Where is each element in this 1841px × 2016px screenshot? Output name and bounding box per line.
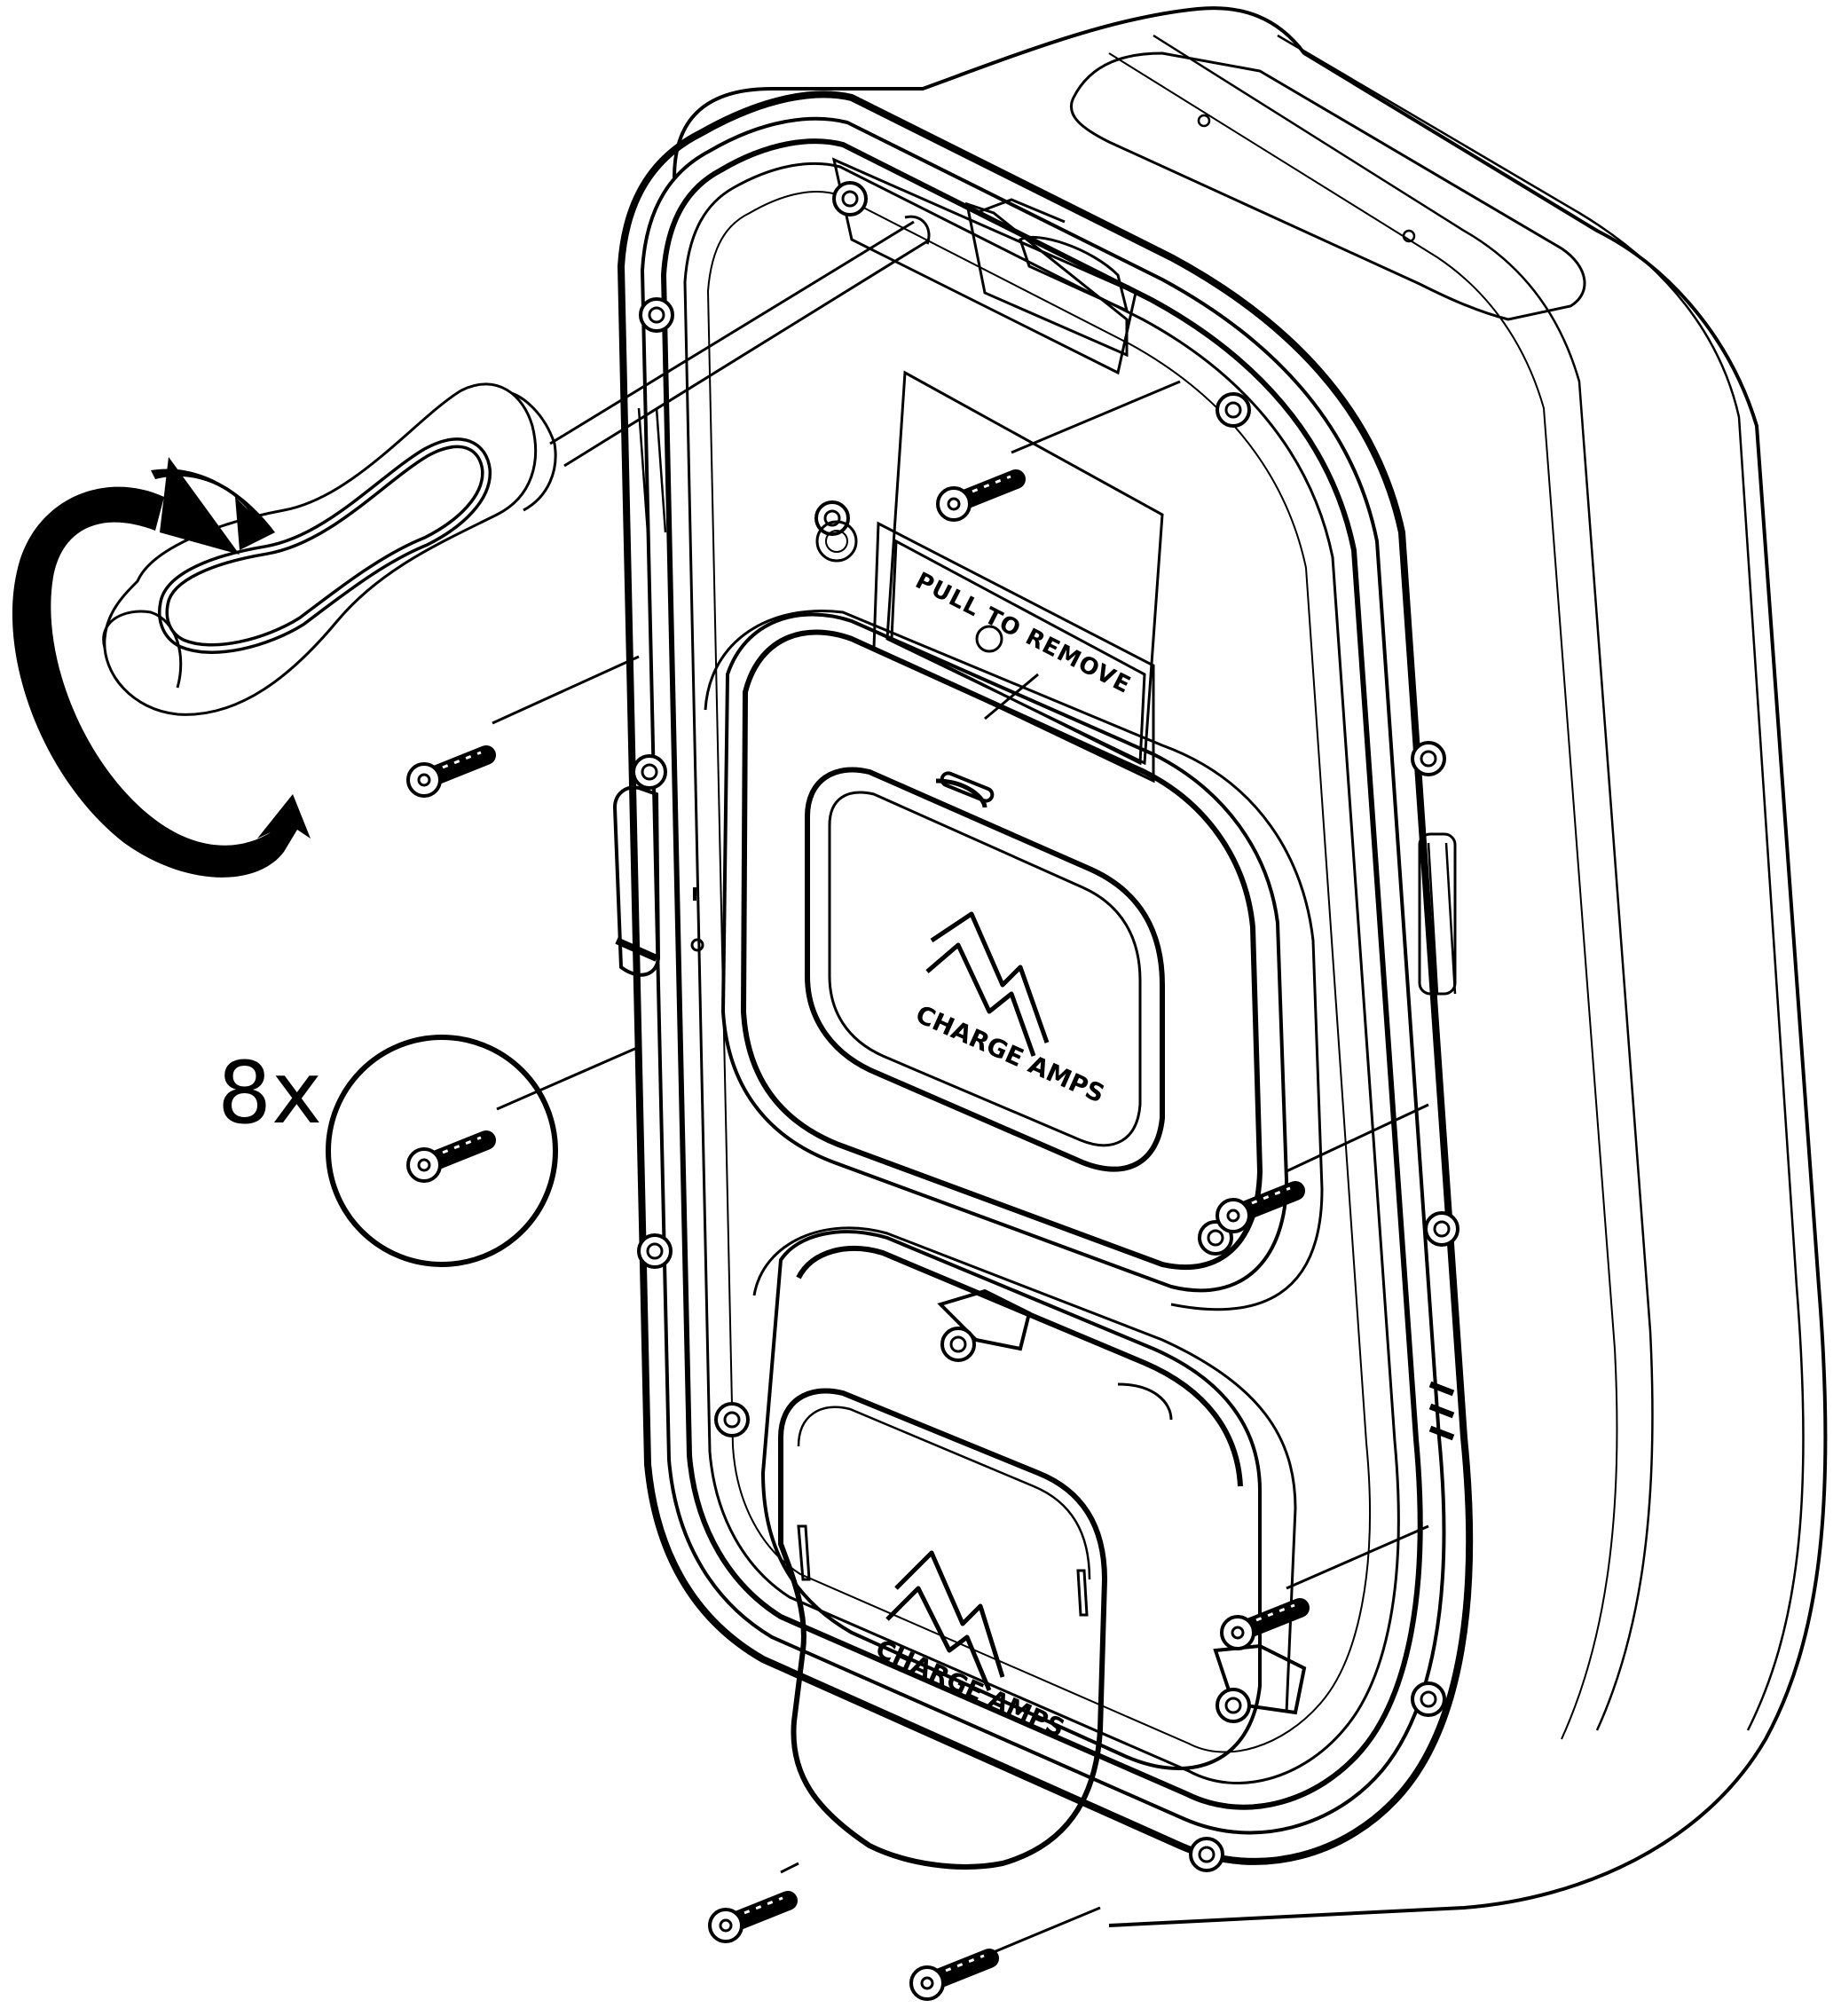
screwdriver-icon [102,215,931,716]
quantity-label: 8x [217,1043,322,1143]
pull-to-remove-tab: PULL TO REMOVE [872,370,1164,784]
charger-front-frame [617,91,1474,1865]
clockwise-arrow-icon [12,457,311,878]
lower-socket: CHARGE AMPS [752,1226,1307,1870]
lower-logo [885,1550,1005,1691]
quantity-callout: 8x [217,1035,558,1267]
loose-screws [408,380,1429,1999]
upper-logo [925,911,1050,1057]
charger-back-housing [673,6,1828,1927]
frame-details [612,407,1457,1441]
callout-circle [326,1035,558,1267]
upper-brand-label: CHARGE AMPS [911,999,1109,1108]
